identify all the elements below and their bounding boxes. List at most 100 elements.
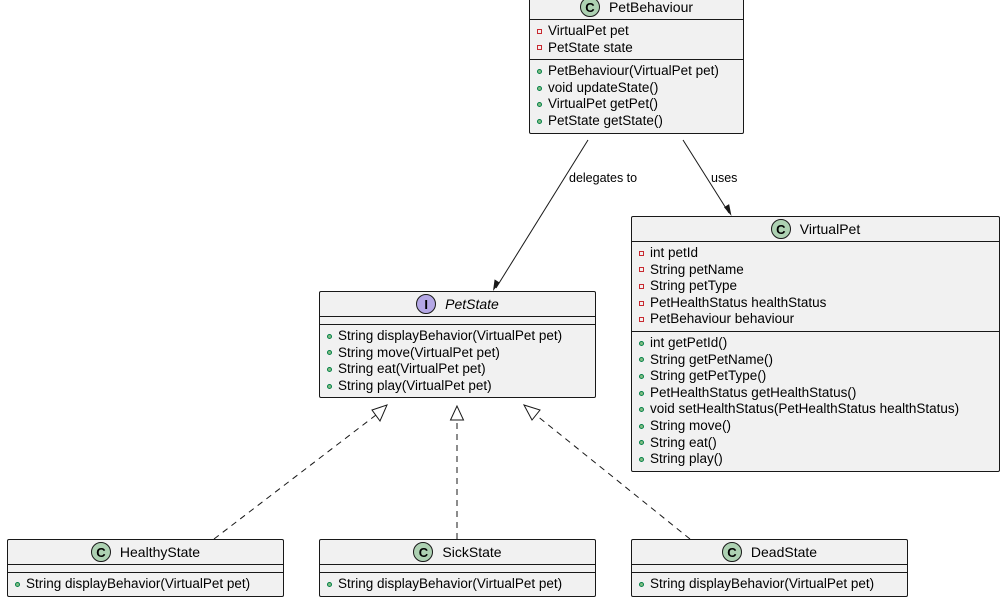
public-visibility-icon <box>639 373 644 379</box>
method-text: PetHealthStatus getHealthStatus() <box>650 384 857 400</box>
method-row: String eat() <box>639 435 993 452</box>
field-text: int petId <box>650 245 699 260</box>
private-visibility-icon <box>639 267 644 273</box>
class-stereotype-icon: C <box>90 542 111 562</box>
realization-healthy-line <box>213 414 377 540</box>
fields-section <box>8 565 283 573</box>
method-row: PetHealthStatus getHealthStatus() <box>639 385 993 402</box>
public-visibility-icon <box>327 581 332 587</box>
method-row: PetBehaviour(VirtualPet pet) <box>537 63 737 80</box>
public-visibility-icon <box>639 423 644 429</box>
method-row: String displayBehavior(VirtualPet pet) <box>639 576 901 593</box>
method-text: int getPetId() <box>650 334 728 350</box>
method-text: String eat() <box>650 434 717 450</box>
class-name: HealthyState <box>119 543 201 560</box>
private-visibility-icon <box>639 283 644 289</box>
class-name: PetBehaviour <box>608 0 694 15</box>
method-row: String move(VirtualPet pet) <box>327 345 589 362</box>
field-row: int petId <box>639 245 993 262</box>
class-stereotype-icon: C <box>770 219 791 239</box>
methods-section: String displayBehavior(VirtualPet pet) <box>632 573 907 596</box>
field-text: VirtualPet pet <box>548 23 629 38</box>
realization-dead-arrowhead <box>522 404 541 421</box>
method-row: String displayBehavior(VirtualPet pet) <box>15 576 277 593</box>
method-text: String play() <box>650 451 723 467</box>
method-text: String getPetName() <box>650 351 774 367</box>
public-visibility-icon <box>15 581 20 587</box>
field-row: PetBehaviour behaviour <box>639 311 993 328</box>
class-header: C PetBehaviour <box>530 0 743 20</box>
methods-section: String displayBehavior(VirtualPet pet) <box>8 573 283 596</box>
method-text: void updateState() <box>548 79 659 95</box>
method-text: String displayBehavior(VirtualPet pet) <box>650 576 875 591</box>
field-row: PetState state <box>537 40 737 57</box>
private-visibility-icon <box>639 317 644 323</box>
public-visibility-icon <box>327 333 332 339</box>
method-row: void updateState() <box>537 80 737 97</box>
field-text: String petName <box>650 261 744 277</box>
realization-healthy-arrowhead <box>371 404 388 422</box>
relation-label-uses: uses <box>711 171 738 185</box>
relation-label-delegates-to: delegates to <box>569 171 638 185</box>
class-name: DeadState <box>750 543 818 560</box>
public-visibility-icon <box>327 366 332 372</box>
fields-section <box>320 317 595 325</box>
class-stereotype-icon: C <box>413 542 434 562</box>
fields-section <box>632 565 907 573</box>
private-visibility-icon <box>639 250 644 256</box>
method-text: PetBehaviour(VirtualPet pet) <box>548 63 719 79</box>
public-visibility-icon <box>639 581 644 587</box>
class-name: SickState <box>442 543 502 560</box>
public-visibility-icon <box>327 383 332 389</box>
private-visibility-icon <box>537 28 542 34</box>
field-text: PetBehaviour behaviour <box>650 311 795 327</box>
private-visibility-icon <box>639 300 644 306</box>
fields-section <box>320 565 595 573</box>
field-row: String petName <box>639 262 993 279</box>
method-text: String displayBehavior(VirtualPet pet) <box>26 576 251 591</box>
private-visibility-icon <box>537 45 542 51</box>
method-row: String displayBehavior(VirtualPet pet) <box>327 576 589 593</box>
public-visibility-icon <box>537 102 542 108</box>
method-text: String play(VirtualPet pet) <box>338 377 492 393</box>
public-visibility-icon <box>639 440 644 446</box>
class-name: PetState <box>445 295 499 312</box>
method-text: VirtualPet getPet() <box>548 96 659 112</box>
method-row: String getPetType() <box>639 368 993 385</box>
relation-uses-line <box>682 139 730 214</box>
public-visibility-icon <box>537 118 542 124</box>
method-row: String move() <box>639 418 993 435</box>
public-visibility-icon <box>327 350 332 356</box>
method-row: String displayBehavior(VirtualPet pet) <box>327 328 589 345</box>
method-text: PetState getState() <box>548 112 663 128</box>
method-text: String move() <box>650 417 732 433</box>
method-row: int getPetId() <box>639 335 993 352</box>
relation-delegates-to-line <box>495 139 589 289</box>
field-row: PetHealthStatus healthStatus <box>639 295 993 312</box>
class-header: C HealthyState <box>8 540 283 565</box>
method-row: String eat(VirtualPet pet) <box>327 361 589 378</box>
method-text: String eat(VirtualPet pet) <box>338 361 486 377</box>
method-text: String displayBehavior(VirtualPet pet) <box>338 576 563 591</box>
method-row: String play(VirtualPet pet) <box>327 378 589 395</box>
public-visibility-icon <box>639 340 644 346</box>
method-text: String displayBehavior(VirtualPet pet) <box>338 328 563 343</box>
method-text: String getPetType() <box>650 368 767 384</box>
method-row: PetState getState() <box>537 113 737 130</box>
public-visibility-icon <box>537 85 542 91</box>
class-stereotype-icon: C <box>579 0 600 17</box>
field-row: String petType <box>639 278 993 295</box>
field-text: PetHealthStatus healthStatus <box>650 294 827 310</box>
